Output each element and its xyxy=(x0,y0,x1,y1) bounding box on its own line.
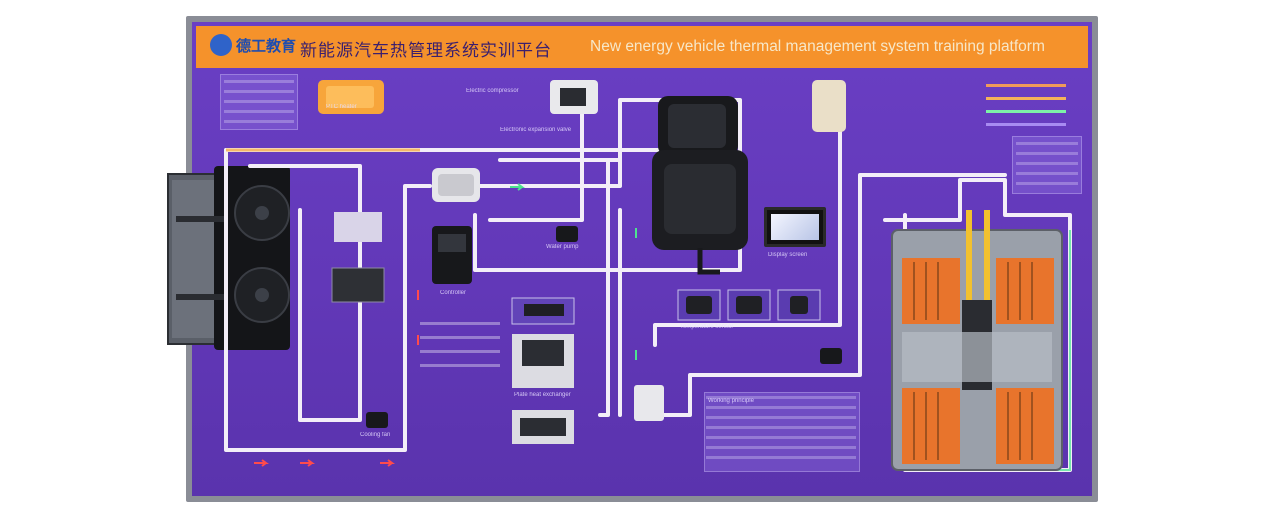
company-logo-icon xyxy=(210,34,232,56)
label-controller: Controller xyxy=(440,290,467,296)
electric-compressor xyxy=(652,96,748,275)
title-english: New energy vehicle thermal management sy… xyxy=(590,38,1045,55)
battery-pack xyxy=(891,210,1063,471)
title-chinese: 新能源汽车热管理系统实训平台 xyxy=(300,41,552,61)
title-banner xyxy=(196,26,1088,68)
company-logo-text: 德工教育 xyxy=(236,37,297,55)
label-caption: Working principle xyxy=(708,398,754,404)
radiator-fan-assembly xyxy=(167,166,290,350)
display-screen xyxy=(764,207,826,247)
label-sensor: Temperature sensor xyxy=(680,324,734,330)
ptc-heater xyxy=(318,80,384,114)
label-valve: Electronic expansion valve xyxy=(500,127,572,133)
label-plate-heat: Plate heat exchanger xyxy=(514,392,571,398)
controller-unit xyxy=(432,226,472,284)
plate-heat-exchanger xyxy=(634,385,664,421)
label-screen: Display screen xyxy=(768,252,808,258)
spec-panel xyxy=(220,74,298,130)
module-board xyxy=(331,267,385,303)
sensor-unit xyxy=(812,80,846,132)
expansion-valve xyxy=(550,80,598,114)
flow-arrows xyxy=(254,183,637,467)
caption-panel xyxy=(704,392,860,472)
label-pump: Water pump xyxy=(546,244,579,250)
label-compressor: Electric compressor xyxy=(466,88,519,94)
label-ptc: PTC heater xyxy=(326,104,357,110)
label-fan: Cooling fan xyxy=(360,432,391,438)
module-plate xyxy=(334,212,382,242)
legend-lines xyxy=(986,84,1066,126)
water-pump xyxy=(432,168,480,202)
legend-panel xyxy=(1012,136,1082,194)
